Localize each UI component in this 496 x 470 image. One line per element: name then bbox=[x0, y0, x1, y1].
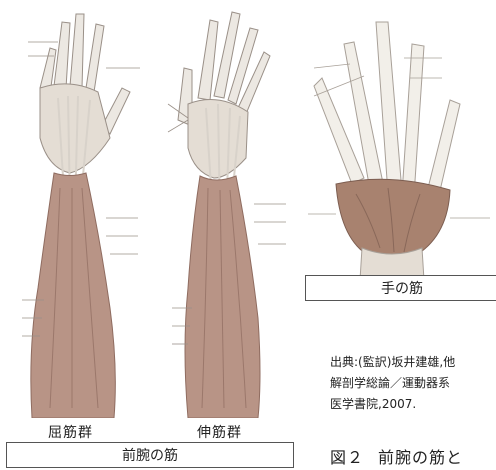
hand-palm-muscle bbox=[336, 179, 450, 259]
citation: 出典:(監訳)坂井建雄,他 解剖学総論／運動器系 医学書院,2007. bbox=[330, 352, 455, 415]
flexor-finger-2 bbox=[54, 22, 70, 88]
flexor-forearm-illustration bbox=[10, 8, 150, 418]
citation-line-3: 医学書院,2007. bbox=[330, 394, 455, 415]
extensor-forearm-drawing bbox=[158, 8, 298, 418]
hand-caption-box: 手の筋 bbox=[305, 275, 496, 301]
figure-title-text: 前腕の筋と bbox=[378, 448, 463, 467]
hand-illustration bbox=[300, 8, 496, 280]
citation-line-2: 解剖学総論／運動器系 bbox=[330, 373, 455, 394]
flexor-group-label: 屈筋群 bbox=[48, 422, 93, 442]
hand-drawing bbox=[300, 8, 496, 280]
flexor-palm bbox=[40, 84, 110, 173]
flexor-finger-3 bbox=[70, 14, 84, 88]
extensor-forearm-illustration bbox=[158, 8, 298, 418]
flexor-forearm-drawing bbox=[10, 8, 150, 418]
extensor-finger-1 bbox=[198, 20, 218, 100]
figure-number: 図２ bbox=[330, 448, 364, 467]
flexor-forearm-muscle bbox=[31, 173, 115, 418]
figure-title: 図２ 前腕の筋と bbox=[330, 444, 463, 468]
extensor-forearm-muscle bbox=[185, 176, 260, 418]
flexor-finger-4 bbox=[86, 24, 104, 92]
forearm-caption-box: 前腕の筋 bbox=[6, 442, 294, 468]
hand-finger-little bbox=[402, 44, 424, 196]
extensor-group-label: 伸筋群 bbox=[197, 422, 242, 442]
citation-line-1: 出典:(監訳)坂井建雄,他 bbox=[330, 352, 455, 373]
